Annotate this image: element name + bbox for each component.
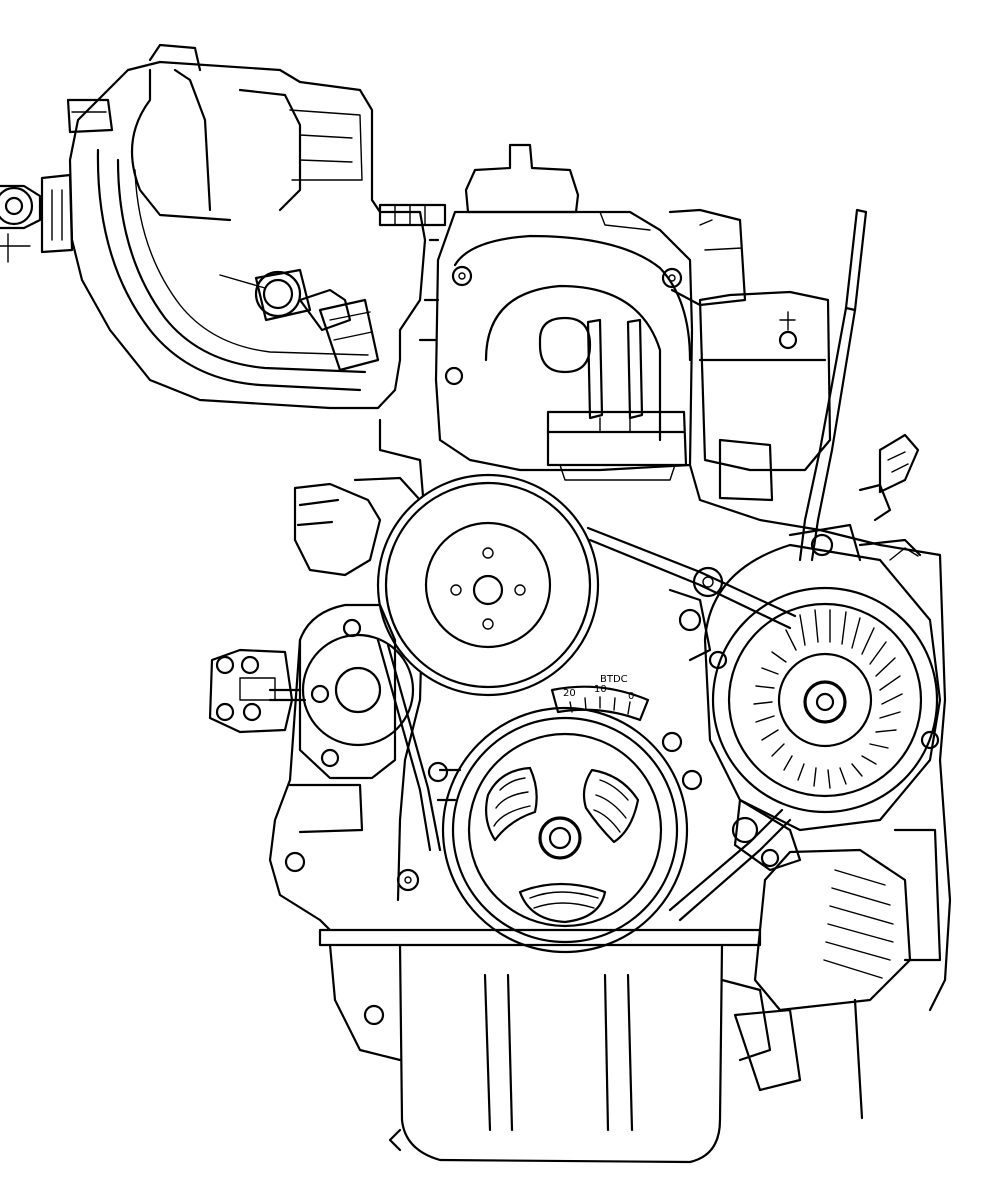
throttle-position-sensor	[0, 186, 40, 262]
oil-dipstick	[800, 210, 866, 560]
idle-air-control-valve	[220, 270, 378, 370]
timing-mark-10: 10	[594, 684, 607, 695]
water-pump-housing	[295, 478, 420, 575]
timing-mark-20: 20	[563, 688, 576, 699]
intake-manifold	[42, 45, 445, 408]
engine-block	[270, 420, 950, 1010]
oil-pan	[320, 930, 770, 1162]
timing-belt-cover	[420, 145, 692, 470]
belt-tensioner	[670, 568, 722, 660]
power-steering-pump	[300, 605, 413, 778]
crankshaft-pulley	[429, 708, 701, 952]
timing-mark-0: 0	[628, 691, 634, 702]
distributor	[548, 320, 686, 480]
thermostat-housing	[670, 210, 830, 500]
timing-mark-label: BTDC	[600, 674, 628, 685]
ac-compressor	[735, 830, 940, 1118]
crankshaft-position-sensor	[210, 650, 305, 732]
temperature-sender	[860, 435, 918, 520]
alternator	[705, 525, 940, 830]
timing-mark-scale: 20 10 0 BTDC	[552, 674, 648, 720]
water-pump-pulley	[378, 475, 598, 695]
alternator-bracket	[733, 800, 800, 870]
